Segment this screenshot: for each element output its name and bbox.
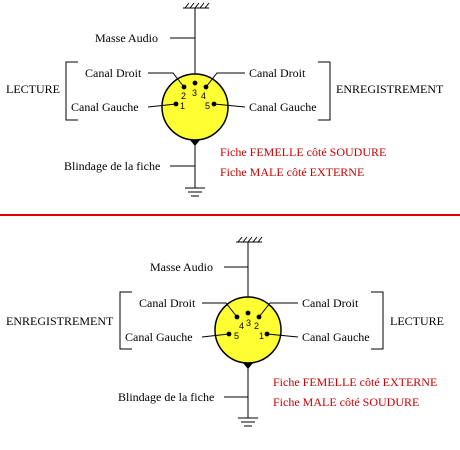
top-right-group-label: ENREGISTREMENT <box>336 82 444 96</box>
top-pin-label: 1 <box>180 101 185 111</box>
bottom-canal-droit-right-label: Canal Droit <box>302 296 359 310</box>
bottom-right-group-label: LECTURE <box>390 314 444 328</box>
bottom-note-line-2: Fiche MALE côté SOUDURE <box>273 395 419 409</box>
bottom-blindage-label: Blindage de la fiche <box>118 390 214 404</box>
top-note-line-1: Fiche FEMELLE côté SOUDURE <box>220 145 386 159</box>
top-blindage-label: Blindage de la fiche <box>64 159 160 173</box>
bottom-ground-icon <box>238 417 258 427</box>
top-pin-label: 3 <box>192 88 197 98</box>
bottom-diagram: Masse Audio 4 3 2 5 1 Canal Droit Canal … <box>6 236 444 427</box>
top-left-group-label: LECTURE <box>6 82 60 96</box>
bottom-left-bracket <box>119 291 132 350</box>
top-pin-label: 4 <box>201 91 206 101</box>
top-canal-droit-right-label: Canal Droit <box>249 66 306 80</box>
bottom-canal-droit-left-label: Canal Droit <box>139 296 196 310</box>
bottom-connector-key <box>243 363 253 369</box>
top-masse-audio-label: Masse Audio <box>95 31 158 45</box>
bottom-chassis-ground-icon <box>236 236 263 243</box>
bottom-pin-label: 3 <box>246 318 251 328</box>
top-connector-key <box>190 140 200 146</box>
bottom-pin-dot-3 <box>245 310 251 316</box>
bottom-pin-label: 5 <box>234 331 239 341</box>
top-pin-dot-3 <box>192 80 198 86</box>
top-chassis-ground-icon <box>183 2 210 9</box>
bottom-left-group-label: ENREGISTREMENT <box>6 314 114 328</box>
top-note-line-2: Fiche MALE côté EXTERNE <box>220 165 364 179</box>
top-pin-label: 2 <box>181 91 186 101</box>
bottom-pin-label: 1 <box>259 331 264 341</box>
bottom-note-line-1: Fiche FEMELLE côté EXTERNE <box>273 375 437 389</box>
bottom-pin-label: 4 <box>239 321 244 331</box>
top-canal-gauche-left-label: Canal Gauche <box>71 100 139 114</box>
bottom-right-bracket <box>371 291 384 350</box>
top-left-bracket <box>65 61 78 121</box>
bottom-masse-audio-label: Masse Audio <box>150 260 213 274</box>
top-right-bracket <box>318 61 331 121</box>
bottom-canal-gauche-left-label: Canal Gauche <box>125 330 193 344</box>
top-pin-label: 5 <box>205 101 210 111</box>
top-ground-icon <box>185 187 205 197</box>
top-diagram: Masse Audio 2 3 4 1 5 Canal Droit Canal … <box>6 2 444 197</box>
bottom-canal-gauche-right-label: Canal Gauche <box>302 330 370 344</box>
top-canal-gauche-right-label: Canal Gauche <box>249 100 317 114</box>
bottom-din-connector <box>214 296 282 364</box>
bottom-pin-label: 2 <box>254 321 259 331</box>
top-canal-droit-left-label: Canal Droit <box>85 66 142 80</box>
